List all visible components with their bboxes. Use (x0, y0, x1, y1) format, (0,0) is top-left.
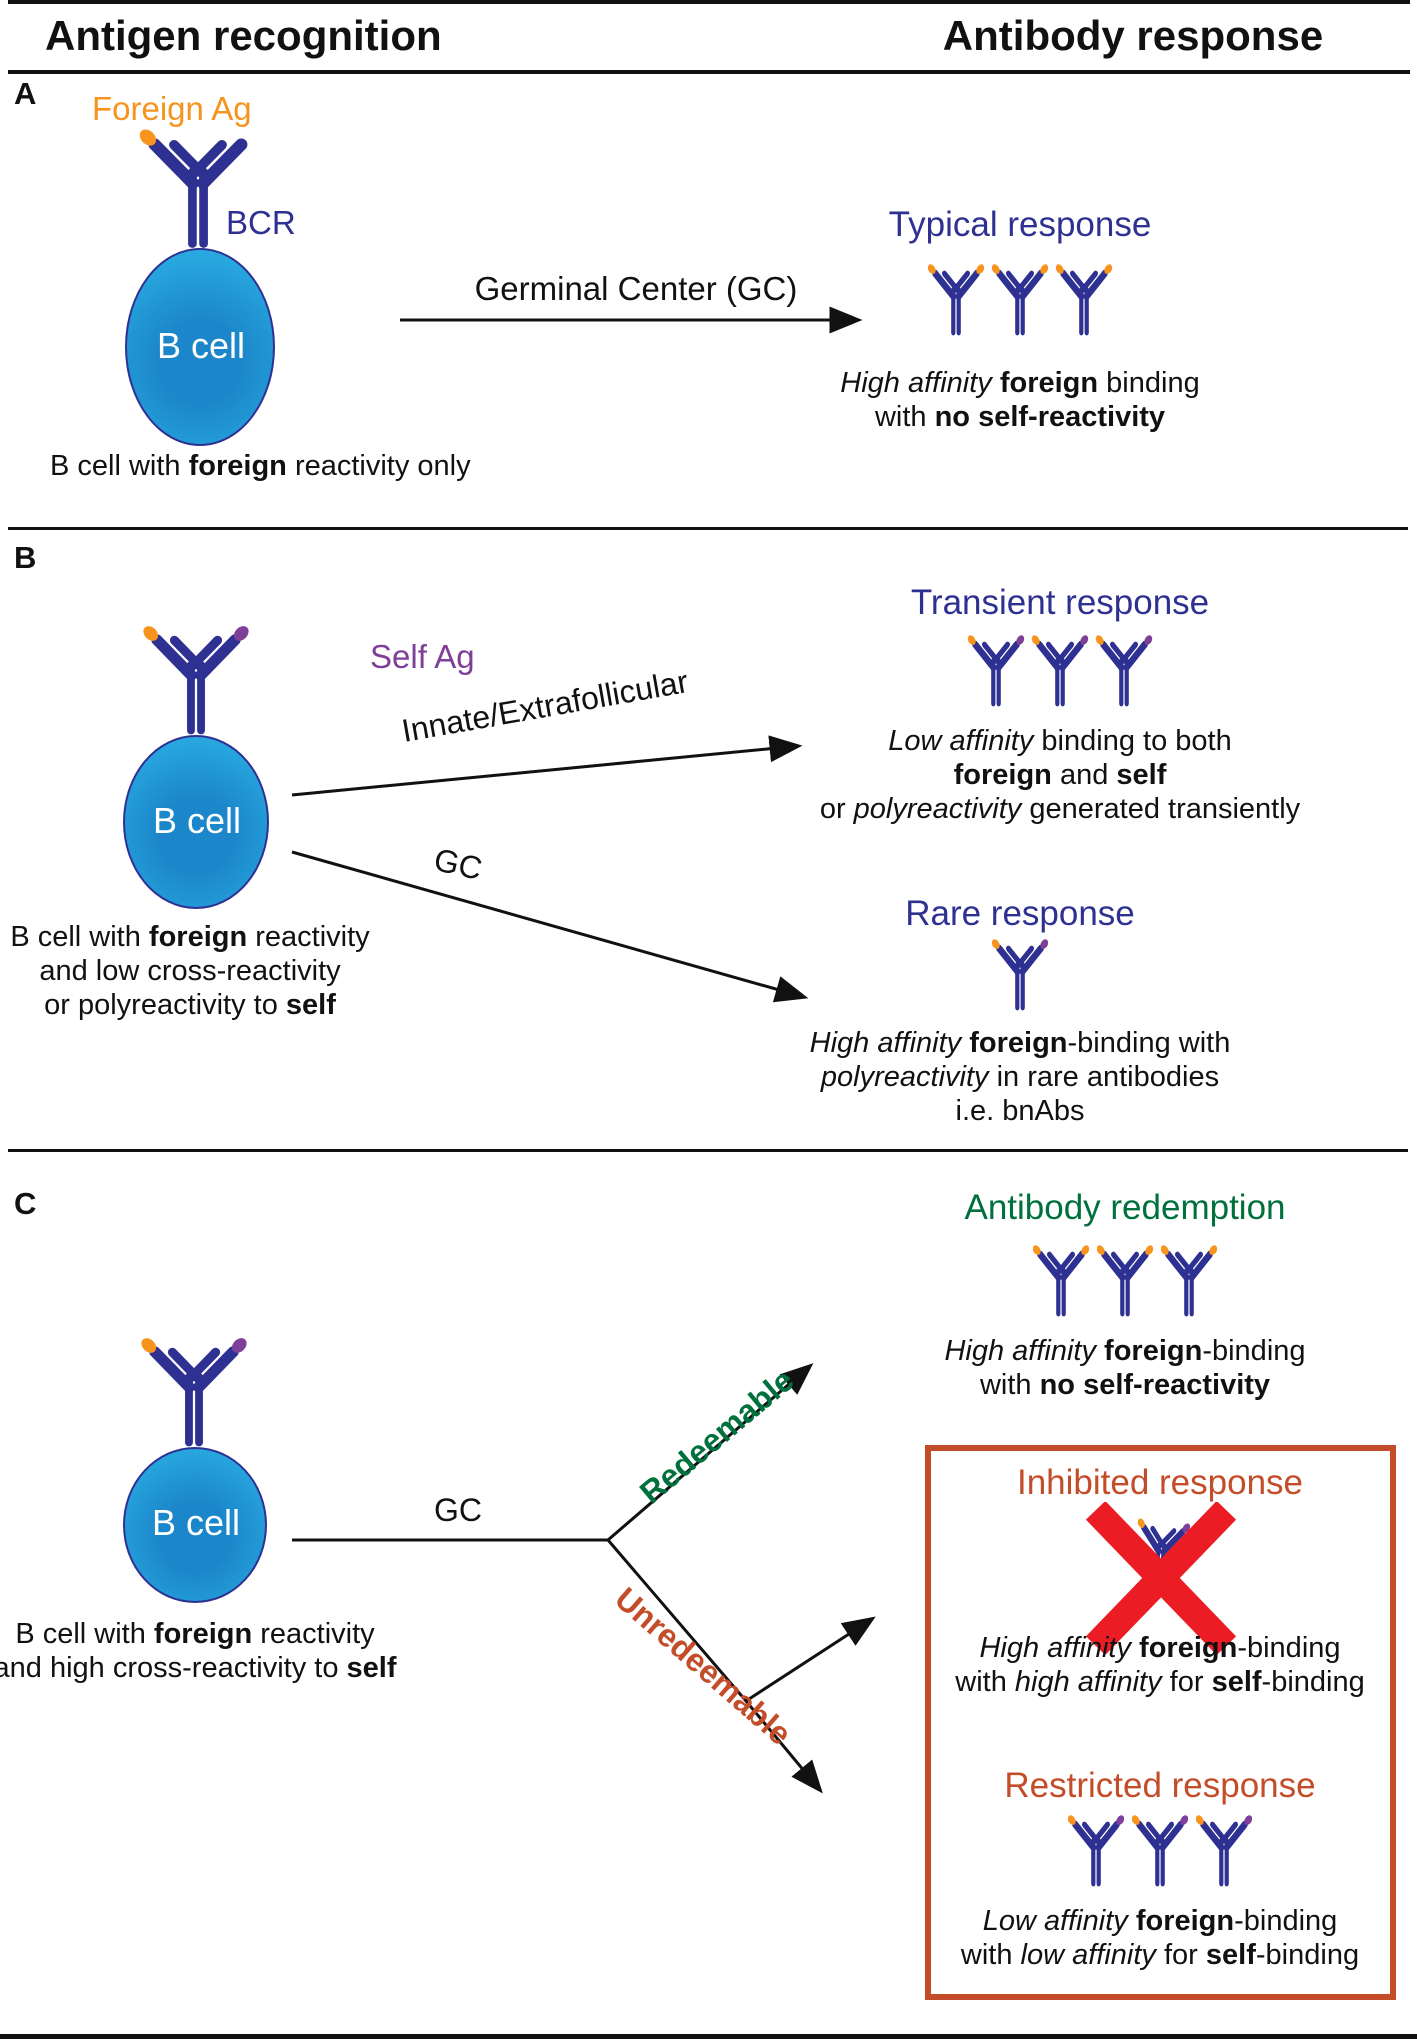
caption-line: with no self-reactivity (979, 1369, 1271, 1401)
b-cell-label: B cell (151, 1502, 241, 1543)
bottom-border-line (0, 2034, 1417, 2039)
inhibited-response-title: Inhibited response (1016, 1463, 1304, 1502)
caption-line: foreign and self (953, 759, 1167, 791)
header-underline (8, 70, 1410, 74)
caption-line: with low affinity for self-binding (960, 1939, 1360, 1971)
caption-line: B cell with foreign reactivity (15, 1618, 375, 1650)
caption-line: Low affinity foreign-binding (982, 1905, 1338, 1937)
bcr-label: BCR (226, 204, 296, 241)
antibody-icon (926, 257, 986, 336)
restricted-response-caption: Low affinity foreign-binding with low af… (880, 1904, 1417, 1972)
foreign-antigen-label: Foreign Ag (92, 90, 252, 127)
panel-a-cell-caption: B cell with foreign reactivity only (50, 450, 471, 482)
antibody-icon (1159, 1238, 1219, 1317)
redemption-caption: High affinity foreign-binding with no se… (845, 1334, 1405, 1402)
caption-line: High affinity foreign binding (840, 367, 1200, 399)
b-cell-panel-c (123, 1447, 267, 1603)
rare-response-caption: High affinity foreign-binding with polyr… (740, 1026, 1300, 1128)
caption-line: High affinity foreign-binding (944, 1335, 1306, 1367)
restricted-response-antibodies (1066, 1806, 1254, 1890)
antibody-icon (966, 628, 1026, 707)
b-cell-label: B cell (156, 325, 246, 366)
gc-arrow-label-panel-c: GC (434, 1492, 482, 1528)
antibody-icon (1094, 628, 1154, 707)
bcr-icon (140, 615, 252, 735)
caption-line: or polyreactivity generated transiently (819, 793, 1301, 825)
top-border-line (8, 0, 1410, 4)
caption-line: High affinity foreign-binding (979, 1632, 1341, 1664)
typical-response-antibodies (926, 255, 1114, 339)
panel-b-cell-caption: B cell with foreign reactivity and low c… (0, 920, 410, 1022)
transient-response-antibodies (966, 626, 1154, 710)
rare-response-title: Rare response (905, 894, 1135, 933)
antibody-redemption-title: Antibody redemption (964, 1188, 1286, 1227)
caption-line: and low cross-reactivity (39, 955, 341, 987)
caption-line: or polyreactivity to self (44, 989, 336, 1021)
germinal-center-arrow-label: Germinal Center (GC) (474, 270, 798, 307)
unredeemable-outcomes-box (925, 1445, 1396, 2000)
b-cell-panel-a (125, 248, 275, 446)
antibody-icon (1030, 628, 1090, 707)
antibody-icon (1130, 1808, 1190, 1887)
antibody-icon (1031, 1238, 1091, 1317)
column-header-antigen-recognition: Antigen recognition (45, 12, 442, 59)
caption-line: i.e. bnAbs (955, 1095, 1085, 1127)
arrow-innate-extrafollicular (291, 735, 803, 797)
arrow-gc-panel-b (291, 850, 809, 1003)
redemption-antibodies (1031, 1236, 1219, 1320)
arrow-restricted (744, 1700, 823, 1794)
typical-response-caption: High affinity foreign binding with no se… (740, 366, 1300, 434)
arrow-redeemable (607, 1363, 814, 1542)
panel-c-letter: C (14, 1186, 37, 1221)
caption-line: High affinity foreign-binding with (809, 1027, 1231, 1059)
antibody-icon (1066, 1808, 1126, 1887)
transient-response-caption: Low affinity binding to both foreign and… (760, 724, 1360, 826)
caption-line: and high cross-reactivity to self (0, 1652, 397, 1684)
panel-a-b-divider (8, 527, 1408, 530)
caption-line: Low affinity binding to both (888, 725, 1232, 757)
caption-line: with no self-reactivity (874, 401, 1166, 433)
caption-line: B cell with foreign reactivity (10, 921, 370, 953)
antibody-icon (1194, 1808, 1254, 1887)
caption-line: polyreactivity in rare antibodies (820, 1061, 1220, 1093)
antibody-icon (990, 932, 1050, 1011)
b-cell-label: B cell (152, 800, 242, 841)
antibody-icon (990, 257, 1050, 336)
inhibited-response-caption: High affinity foreign-binding with high … (880, 1631, 1417, 1699)
panel-b-letter: B (14, 540, 37, 575)
caption-line: with high affinity for self-binding (955, 1666, 1365, 1698)
panel-b-c-divider (8, 1149, 1408, 1152)
transient-response-title: Transient response (910, 583, 1210, 622)
bcr-icon (138, 1327, 250, 1447)
self-antigen-label: Self Ag (370, 638, 475, 675)
antibody-icon (1095, 1238, 1155, 1317)
arrow-inhibited (745, 1616, 876, 1703)
restricted-response-title: Restricted response (1004, 1766, 1316, 1805)
b-cell-panel-b (123, 735, 269, 909)
red-x-icon (1085, 1502, 1237, 1654)
panel-a-letter: A (14, 76, 37, 111)
panel-c-cell-caption: B cell with foreign reactivity and high … (0, 1617, 425, 1685)
line-unredeemable (606, 1539, 748, 1702)
typical-response-title: Typical response (888, 205, 1152, 244)
column-header-antibody-response: Antibody response (942, 12, 1324, 59)
antibody-icon (1054, 257, 1114, 336)
rare-response-antibody (990, 930, 1050, 1014)
